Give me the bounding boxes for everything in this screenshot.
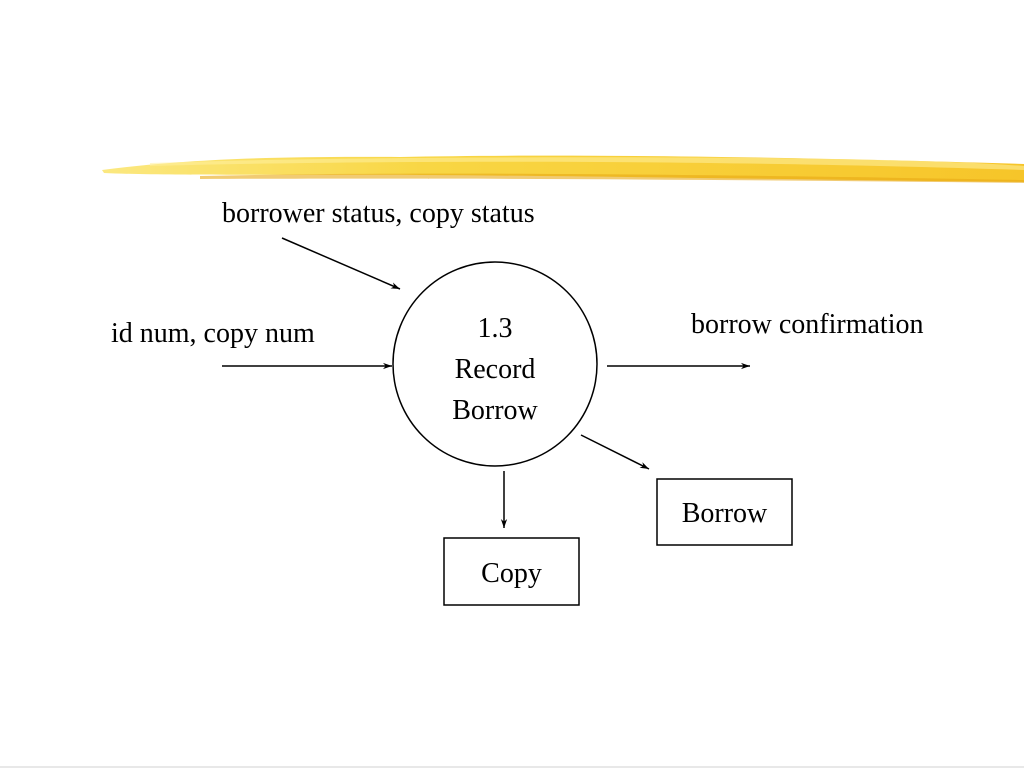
flow-arrow-to-borrow-store bbox=[580, 434, 650, 470]
data-store-copy bbox=[443, 537, 580, 606]
data-store-borrow bbox=[656, 478, 793, 546]
highlighter-stroke bbox=[102, 155, 1024, 183]
flow-arrow-status-in bbox=[281, 237, 401, 290]
process-number: 1.3 bbox=[477, 313, 513, 344]
slide-bottom-edge bbox=[0, 766, 1024, 768]
flow-label-ids-in: id num, copy num bbox=[111, 318, 315, 349]
process-circle bbox=[392, 261, 598, 467]
process-label: 1.3 Record Borrow bbox=[395, 308, 595, 431]
process-name-line2: Borrow bbox=[452, 395, 538, 426]
flow-label-status-in: borrower status, copy status bbox=[222, 198, 535, 229]
data-store-copy-label: Copy bbox=[481, 558, 542, 589]
flow-label-confirmation-out: borrow confirmation bbox=[691, 309, 924, 340]
process-name-line1: Record bbox=[454, 354, 536, 385]
data-store-borrow-label: Borrow bbox=[681, 498, 768, 529]
